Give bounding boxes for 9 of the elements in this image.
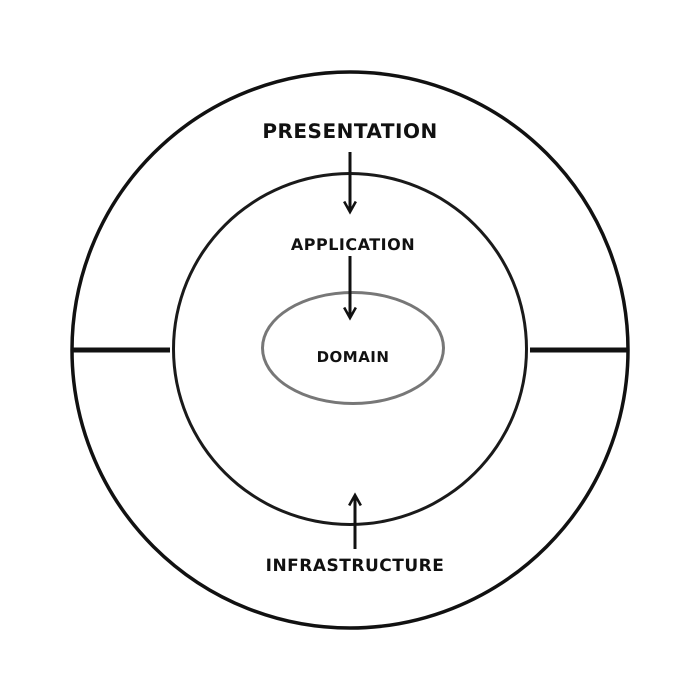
layer-label: INFRASTRUCTURE <box>266 556 444 576</box>
arrow <box>342 256 358 320</box>
arrow <box>342 152 358 214</box>
arrow <box>348 494 362 549</box>
layer-circle <box>172 172 528 526</box>
layer-label: APPLICATION <box>290 235 416 254</box>
layer-ellipse <box>261 291 445 405</box>
layer-label: PRESENTATION <box>262 119 438 143</box>
layer-label: DOMAIN <box>316 348 390 366</box>
